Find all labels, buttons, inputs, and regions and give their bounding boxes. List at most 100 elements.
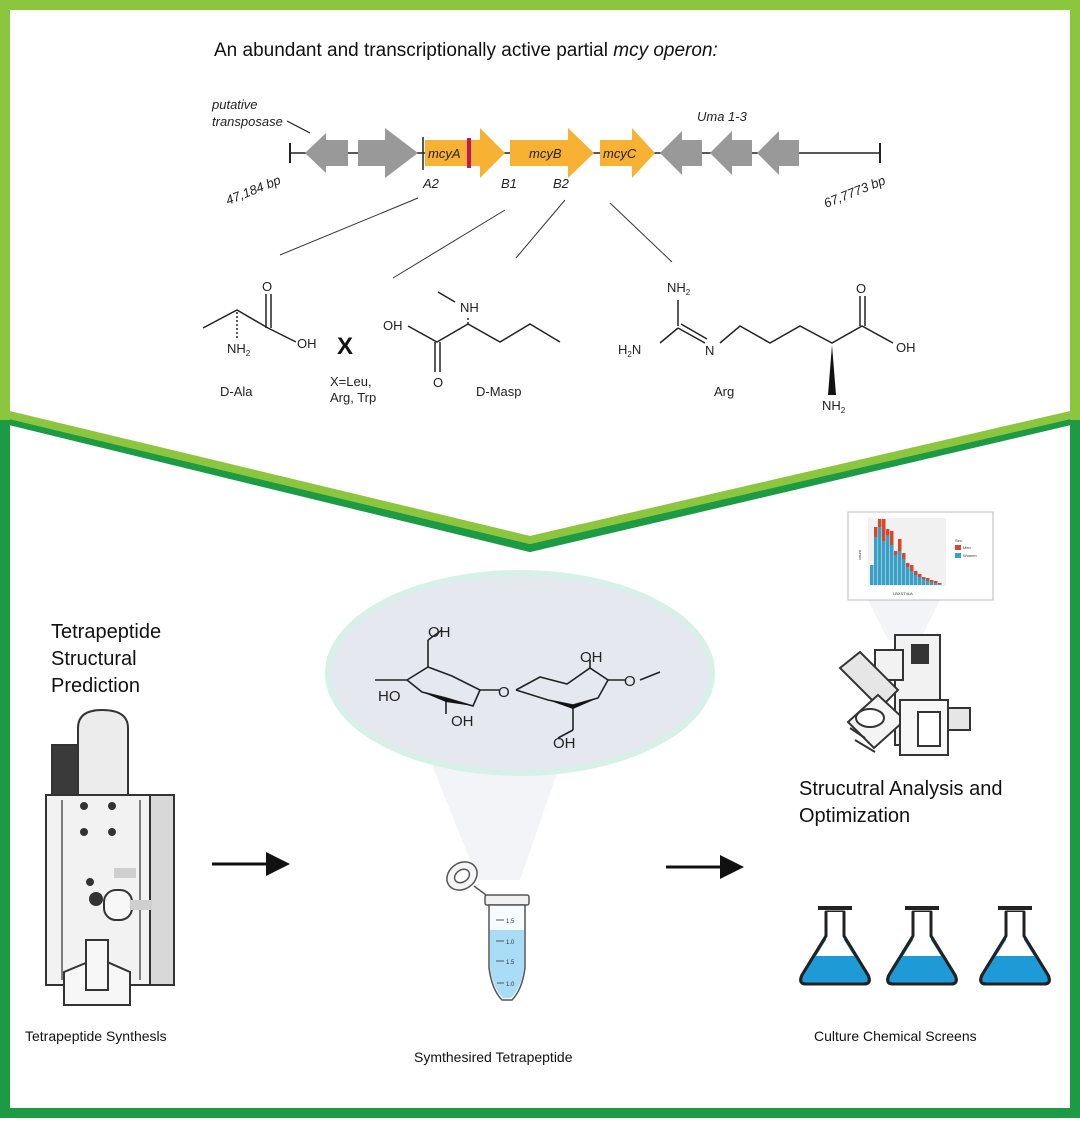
legend-label-women: Women [963, 553, 977, 558]
synth-bolt-4 [108, 828, 116, 836]
dmasp-O: O [433, 375, 443, 390]
sugar-ch2oh-left [427, 629, 443, 641]
putative-label: putative [211, 97, 258, 112]
sugar-bold-edge-left [422, 692, 473, 706]
arg-H2N: H2N [618, 342, 641, 359]
histogram-bar-women [886, 535, 890, 585]
microscope-icon [838, 634, 971, 756]
histogram-bar-men [934, 581, 938, 583]
operon-title-italic: mcy operon: [613, 40, 718, 61]
histogram-bar-men [926, 578, 930, 581]
histogram-bar-men [930, 580, 934, 582]
histogram-bar-women [938, 584, 942, 585]
sugar-O-link: O [498, 684, 510, 701]
dala-O: O [262, 279, 272, 294]
scope-window [911, 644, 929, 664]
connector-a2 [279, 197, 419, 256]
synth-tower [77, 708, 129, 801]
histogram-bar-men [894, 551, 898, 555]
synth-side [149, 794, 175, 986]
flask-1 [799, 906, 871, 986]
histogram-bar-men [914, 571, 918, 575]
domain-label-A2: A2 [422, 176, 440, 191]
histogram-bar-women [910, 571, 914, 585]
gene-gray-left-1 [305, 133, 348, 173]
sugar-OH-4: OH [553, 735, 576, 752]
tube-mark-4: 1.0 [506, 982, 515, 988]
arg-H2N-h: H [618, 342, 627, 357]
histogram-bar-men [890, 531, 894, 545]
legend-swatch-women [955, 553, 961, 558]
arg-O: O [856, 281, 866, 296]
histogram-bar-women [918, 577, 922, 585]
dmasp-name: D-Masp [476, 384, 522, 399]
histogram-ylabel: count [857, 549, 862, 560]
arg-H2N-sub: 2 [627, 350, 632, 359]
dala-OH: OH [297, 336, 317, 351]
connector-b2 [515, 199, 566, 259]
arg-NH2-bottom-sub: 2 [841, 406, 846, 415]
gene-label-mcyA: mcyA [428, 146, 461, 161]
operon-diagram: mcyA mcyB mcyC A2 B1 B2 putative transpo… [211, 97, 887, 279]
flask-3 [979, 906, 1051, 986]
histogram-bar-women [870, 565, 874, 585]
arg-OH: OH [896, 340, 916, 355]
flask-3-outline [979, 912, 1051, 986]
synth-port-1 [114, 868, 136, 878]
flask-1-empty [816, 912, 854, 956]
histogram-bar-men [902, 553, 906, 559]
x-definition-line1: X=Leu, [330, 374, 372, 389]
arg-c-n-bond-1 [677, 327, 706, 344]
sugar-OH-1: OH [428, 624, 451, 641]
histogram-bar-women [926, 581, 930, 585]
histogram-bars [870, 519, 942, 585]
histogram-bar-women [922, 579, 926, 585]
domain-marker [467, 138, 471, 168]
flask-1-outline [799, 912, 871, 986]
histogram-xlabel: LBXST4LA [893, 591, 913, 596]
dala-NH2-sub: 2 [246, 349, 251, 358]
domain-label-B2: B2 [553, 176, 570, 191]
flask-2-outline [886, 912, 958, 986]
dmasp-backbone [407, 323, 561, 343]
tube-icon [446, 861, 530, 1001]
tube-scale [496, 919, 504, 984]
operon-title-text: An abundant and transcriptionally active… [214, 40, 613, 61]
bottom-frame [0, 420, 1080, 1118]
arg-chain [719, 325, 894, 344]
gene-label-mcyB: mcyB [529, 146, 562, 161]
arg-NH2-bottom: NH2 [822, 398, 846, 415]
histogram-bar-women [914, 575, 918, 585]
histogram-bar-women [878, 527, 882, 585]
arg-name: Arg [714, 384, 734, 399]
synthesis-label: Tetrapeptide Synthesls [25, 1028, 167, 1044]
dmasp-methyl-bond [437, 291, 456, 303]
flask-2 [886, 906, 958, 986]
tube-mark-1: 1.5 [506, 919, 515, 925]
magnifier-cone [432, 765, 560, 880]
sugar-bubble [325, 570, 715, 776]
transposase-pointer [286, 120, 311, 134]
sugar-bold-edge-right [548, 698, 598, 709]
tube-rim [484, 894, 530, 906]
structural-prediction-line1: Tetrapeptide [51, 621, 161, 643]
gene-gray-left-2 [358, 128, 418, 178]
histogram-legend-title: Sex [955, 538, 962, 543]
screens-label: Culture Chemical Screens [814, 1028, 977, 1044]
gene-uma-1 [660, 131, 702, 175]
scope-stage [849, 727, 866, 739]
arg-NH2-top-n: NH [667, 280, 686, 295]
histogram-bar-men [922, 577, 926, 579]
domain-label-B1: B1 [501, 176, 517, 191]
histogram-bar-men [906, 563, 910, 567]
arg-H2N-n: N [632, 342, 641, 357]
histogram-bar-women [874, 537, 878, 585]
arrow-1-head [266, 852, 290, 876]
histogram-bar-women [934, 583, 938, 585]
connector-c [609, 202, 673, 263]
sugar-ch2oh-right [557, 729, 574, 739]
uma-label: Uma 1-3 [697, 109, 748, 124]
operon-title: An abundant and transcriptionally active… [214, 40, 718, 61]
gene-mcyC [600, 128, 655, 178]
